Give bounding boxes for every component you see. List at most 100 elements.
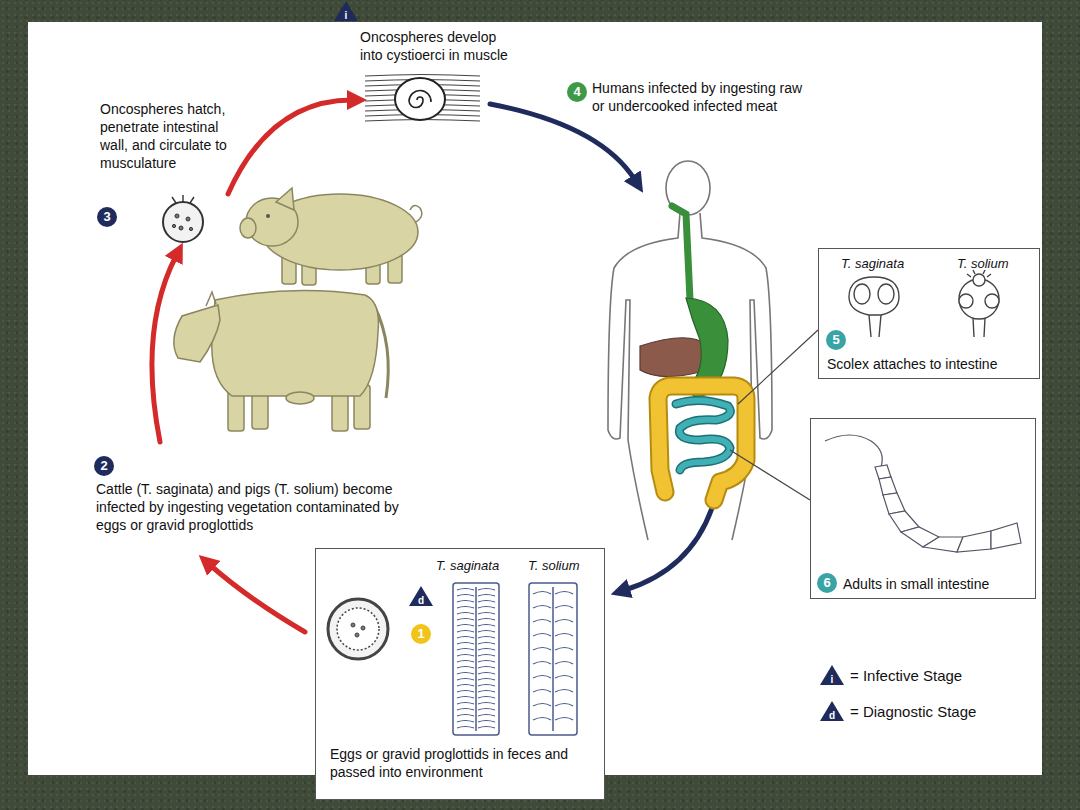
cycle-arrows [152,256,176,442]
panel-illustration [825,435,882,467]
panel-illustration [529,583,577,735]
oncosphere [179,226,183,230]
cow [174,291,388,431]
stage-marker-letter: i [825,674,839,685]
panel-illustration [985,294,999,308]
panel-illustration [552,587,554,731]
stage-caption: Cattle (T. saginata) and pigs (T. solium… [96,480,426,534]
pig [266,214,270,218]
leader-lines [738,330,818,404]
oncosphere [163,202,203,242]
cow [212,291,379,396]
species-name: T. saginata [841,255,904,273]
digestive-tract [640,338,706,377]
panel-illustration [849,270,999,337]
leader-lines [730,450,810,500]
human-figure [608,161,772,540]
muscle-cyst [409,90,431,107]
cycle-arrows [228,100,352,194]
adult-worm-panel: 6 Adults in small intestine [810,418,1036,599]
digestive-tract [676,400,730,470]
panel-illustration [337,608,379,650]
panel-illustration [361,626,365,630]
cow [206,292,216,306]
panel-illustration [967,270,991,277]
digestive-tract [658,386,746,500]
panel-illustration [355,633,359,637]
callout-number: 5 [826,330,846,350]
panel-illustration [316,549,606,801]
callout-number: 1 [411,624,431,644]
stage-caption: Scolex attaches to intestine [827,355,997,373]
oncosphere [172,224,175,227]
panel-illustration [409,586,433,606]
panel-illustration [879,477,897,495]
stage-triangle [820,665,844,685]
legend-text: = Infective Stage [850,667,962,685]
panel-illustration [957,531,991,552]
panel-illustration [328,599,388,659]
stage-caption: Eggs or gravid proglottids in feces and … [330,745,592,781]
stage-triangle [820,701,844,721]
stage-caption: Adults in small intestine [843,575,989,593]
panel-illustration [854,284,870,304]
panel-illustration [923,537,963,552]
digestive-tract [658,386,746,500]
panel-illustration [475,587,477,731]
muscle-cyst [395,78,445,120]
panel-illustration [973,318,985,337]
panel-illustration [825,435,1021,552]
panel-illustration [328,583,577,735]
oncosphere [175,214,179,218]
callout-number: 4 [567,82,587,102]
stage-caption: Humans infected by ingesting raw or unde… [592,79,807,115]
species-name: T. solium [957,255,1009,273]
callout-number: 6 [817,573,837,593]
muscle-cyst [365,75,480,77]
egg-proglottid-panel: T. saginata T. solium d 1Eggs or gravid pro… [315,548,605,800]
slide-panel [28,22,1042,775]
digestive-tract [640,206,746,500]
cycle-arrows [625,508,712,590]
oncosphere [186,217,190,221]
muscle-cyst [365,75,480,122]
digestive-tract [672,206,690,300]
stage-caption: Oncospheres hatch, penetrate intestinal … [100,100,235,172]
species-name: T. solium [528,557,580,575]
cow [174,305,220,362]
scolex-panel: T. saginata T. solium 5Scolex attaches to … [818,248,1040,379]
leader-lines [730,330,818,500]
panel-illustration [531,587,575,731]
panel-illustration [351,623,355,627]
panel-illustration [453,583,499,735]
panel-illustration [991,523,1021,549]
panel-illustration [959,294,973,308]
oncosphere [172,195,194,203]
pig [240,218,256,238]
panel-illustration [883,493,905,514]
oncosphere [163,195,203,242]
panel-illustration [455,587,497,731]
panel-illustration [849,277,899,315]
panel-illustration [973,274,985,286]
stage-marker-letter: i [339,10,353,21]
stage-marker-letter: d [414,595,428,606]
stage-triangle [334,1,358,21]
stage-marker-letter: d [825,710,839,721]
digestive-tract [676,400,730,470]
oncosphere [189,227,192,230]
legend-text: = Diagnostic Stage [850,703,976,721]
panel-illustration [811,419,1037,597]
cycle-arrows [210,565,305,632]
callout-number: 3 [97,207,117,227]
panel-illustration [869,315,881,337]
cow [286,392,314,404]
pig [240,188,422,285]
stage-caption: Oncospheres develop into cystioerci in m… [360,28,520,64]
cycle-arrows [490,104,635,180]
panel-illustration [878,284,894,304]
species-name: T. saginata [436,557,499,575]
callout-number: 2 [94,456,114,476]
pig [276,188,294,210]
